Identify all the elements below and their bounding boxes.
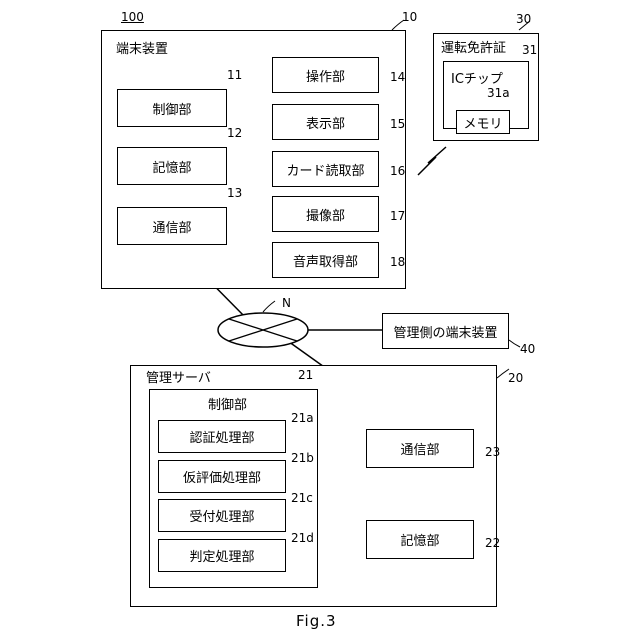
admin-terminal-label: 管理側の端末装置 [393,322,497,341]
server-ref: 20 [508,371,523,385]
server-storage-label: 記憶部 [400,530,439,549]
audio-unit-label: 音声取得部 [293,251,358,270]
operation-unit-ref: 14 [390,70,405,84]
operation-unit-label: 操作部 [306,66,345,85]
judgment-processing-ref: 21d [291,531,314,545]
memory: メモリ [456,110,510,134]
provisional-eval-unit: 仮評価処理部 [158,460,286,493]
reception-processing-label: 受付処理部 [189,506,254,525]
network-ref: N [282,296,291,310]
comm-unit-ref: 13 [227,186,242,200]
judgment-processing-label: 判定処理部 [189,546,254,565]
audio-unit-ref: 18 [390,255,405,269]
control-unit-ref: 11 [227,68,242,82]
camera-unit-ref: 17 [390,209,405,223]
server-storage-unit: 記憶部 [366,520,474,559]
card-reader-unit: カード読取部 [272,151,379,187]
operation-unit: 操作部 [272,57,379,93]
admin-terminal-ref: 40 [520,342,535,356]
reception-processing-ref: 21c [291,491,313,505]
storage-unit-label: 記憶部 [152,157,191,176]
provisional-eval-label: 仮評価処理部 [183,467,261,486]
card-reader-unit-ref: 16 [390,164,405,178]
audio-unit: 音声取得部 [272,242,379,278]
memory-label: メモリ [463,113,502,132]
display-unit-label: 表示部 [306,113,345,132]
server-title: 管理サーバ [146,371,211,386]
display-unit: 表示部 [272,104,379,140]
license-ref: 30 [516,12,531,26]
comm-unit: 通信部 [117,207,227,245]
admin-terminal: 管理側の端末装置 [382,313,509,349]
provisional-eval-ref: 21b [291,451,314,465]
judgment-processing-unit: 判定処理部 [158,539,286,572]
leader-40 [509,340,520,347]
control-unit-label: 制御部 [152,99,191,118]
camera-unit: 撮像部 [272,196,379,232]
card-reader-unit-label: カード読取部 [286,160,364,179]
server-control-ref: 21 [298,368,313,382]
server-comm-unit: 通信部 [366,429,474,468]
storage-unit-ref: 12 [227,126,242,140]
storage-unit: 記憶部 [117,147,227,185]
leader-N [263,301,275,312]
terminal-ref-label: 10 [402,10,417,24]
ic-chip-ref: 31 [522,43,537,57]
server-storage-ref: 22 [485,536,500,550]
display-unit-ref: 15 [390,117,405,131]
control-unit: 制御部 [117,89,227,127]
server-control-title: 制御部 [208,398,247,413]
auth-processing-ref: 21a [291,411,314,425]
comm-unit-label: 通信部 [152,217,191,236]
wireless-link-icon [418,147,446,175]
server-comm-label: 通信部 [400,439,439,458]
system-ref-label: 100 [121,10,144,24]
license-title: 運転免許証 [441,41,506,56]
figure-caption: Fig.3 [296,612,337,630]
camera-unit-label: 撮像部 [306,205,345,224]
ic-chip-title: ICチップ [451,72,503,87]
server-comm-ref: 23 [485,445,500,459]
auth-processing-unit: 認証処理部 [158,420,286,453]
terminal-title: 端末装置 [116,42,168,57]
memory-ref: 31a [487,86,510,100]
auth-processing-label: 認証処理部 [189,427,254,446]
reception-processing-unit: 受付処理部 [158,499,286,532]
